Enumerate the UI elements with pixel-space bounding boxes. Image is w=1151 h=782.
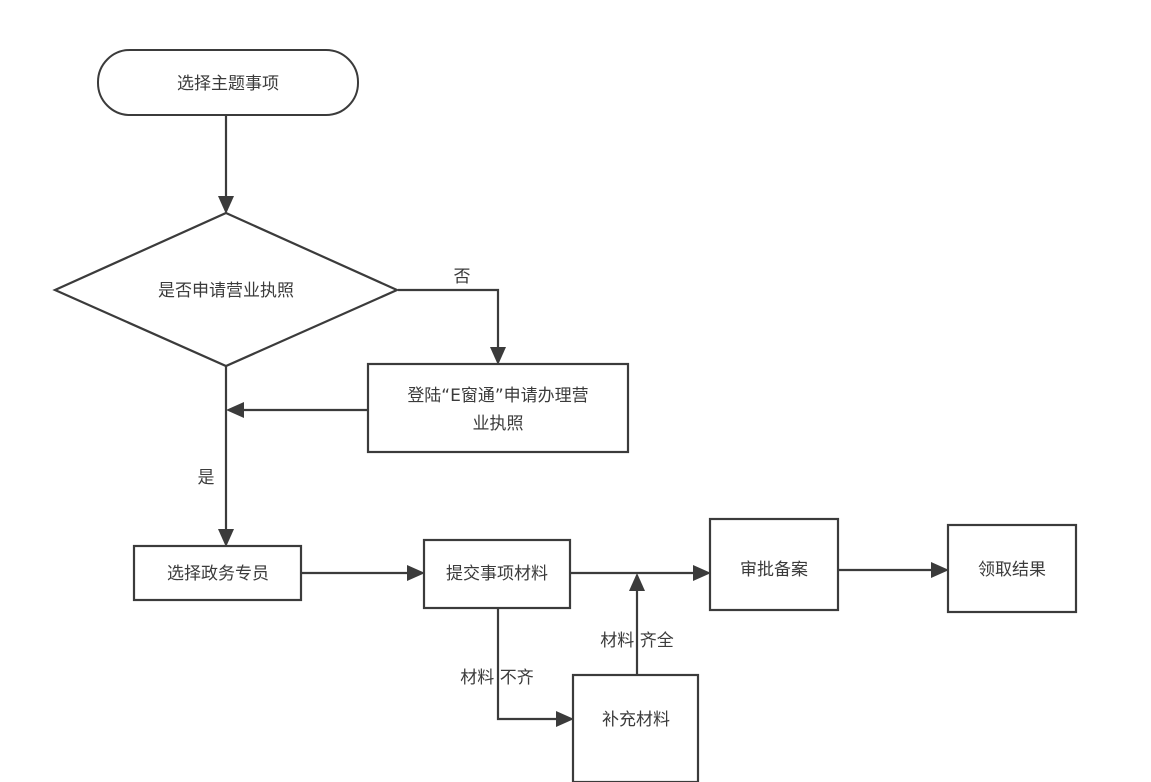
arrow-head-left [226, 402, 244, 418]
edge-decision-no-to-ewindow: 否 [398, 267, 506, 365]
node-approval-record[interactable]: 审批备案 [708, 517, 840, 612]
edge-officer-to-submit [301, 565, 425, 581]
node-select-officer[interactable]: 选择政务专员 [132, 544, 303, 602]
node-shape-decision[interactable] [52, 211, 400, 368]
node-supplement-materials[interactable]: 补充材料 [571, 673, 700, 782]
node-ewindow-apply[interactable]: 登陆“E窗通”申请办理营 业执照 [366, 362, 630, 454]
node-label-select-topic: 选择主题事项 [177, 74, 279, 94]
edge-approval-to-collect [838, 562, 949, 578]
edge-label-materials-complete: 材料 齐全 [600, 631, 673, 651]
node-label-ewindow-apply-line2: 业执照 [473, 414, 524, 434]
arrow-head-right [556, 711, 574, 727]
node-shape-process[interactable] [132, 544, 303, 602]
edge-supplement-complete-to-approval-line: 材料 齐全 [600, 573, 674, 675]
edge-decision-yes-to-officer: 是 [198, 366, 234, 547]
node-collect-result[interactable]: 领取结果 [946, 523, 1078, 614]
node-label-supplement-materials: 补充材料 [602, 710, 670, 730]
node-label-need-license: 是否申请营业执照 [158, 281, 294, 301]
node-need-license[interactable]: 是否申请营业执照 [52, 211, 400, 368]
edge-label-no: 否 [454, 267, 471, 287]
node-label-collect-result: 领取结果 [978, 560, 1046, 580]
node-shape-terminator[interactable] [97, 49, 359, 116]
arrow-head-down [218, 196, 234, 214]
edge-path [496, 608, 566, 721]
node-layer: 选择主题事项 是否申请营业执照 登陆“E窗通”申请办理营 业执照 选择政务专员 … [52, 49, 1078, 782]
edge-label-yes: 是 [198, 468, 215, 488]
arrow-head-down [218, 529, 234, 547]
node-shape-process[interactable] [366, 362, 630, 454]
node-label-submit-materials: 提交事项材料 [446, 564, 548, 584]
edge-path [398, 288, 500, 357]
node-shape-process[interactable] [946, 523, 1078, 614]
arrow-head-right [931, 562, 949, 578]
edge-submit-to-approval [570, 565, 711, 581]
node-submit-materials[interactable]: 提交事项材料 [422, 538, 572, 610]
node-shape-process[interactable] [571, 673, 700, 782]
edge-layer: 否 是 [198, 115, 949, 727]
node-select-topic[interactable]: 选择主题事项 [97, 49, 359, 116]
node-shape-process[interactable] [708, 517, 840, 612]
edge-ewindow-back-to-trunk [226, 402, 368, 418]
arrow-head-down [490, 347, 506, 365]
arrow-head-up [629, 573, 645, 591]
node-label-select-officer: 选择政务专员 [167, 564, 269, 584]
node-label-approval-record: 审批备案 [740, 560, 808, 580]
arrow-head-right [407, 565, 425, 581]
arrow-head-right [693, 565, 711, 581]
edge-submit-incomplete-to-supplement: 材料 不齐 [460, 608, 574, 727]
node-shape-process[interactable] [422, 538, 572, 610]
edge-label-materials-incomplete: 材料 不齐 [460, 668, 533, 688]
node-label-ewindow-apply-line1: 登陆“E窗通”申请办理营 [407, 386, 588, 406]
edge-topic-to-decision [218, 115, 234, 214]
